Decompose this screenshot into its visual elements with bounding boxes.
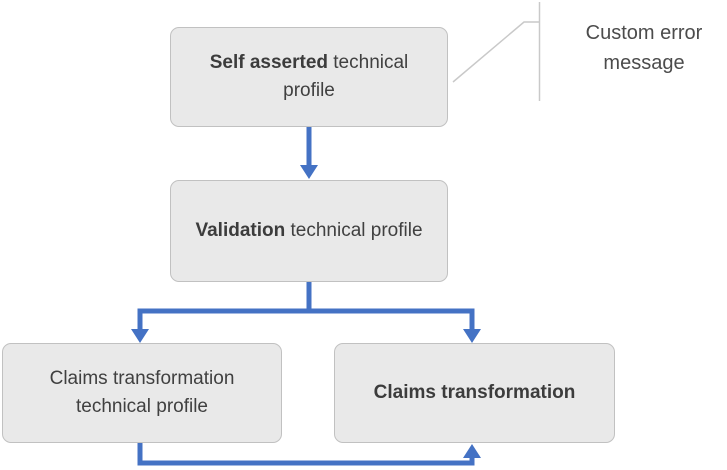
- node-claims-transformation: Claims transformation: [334, 343, 615, 443]
- arrow-claims-tp-to-claims-transformation: [137, 443, 475, 466]
- node-label: Validation technical profile: [195, 217, 422, 246]
- arrowhead-up-into-claims-transformation: [463, 444, 481, 458]
- node-label-bold: Validation: [195, 219, 286, 241]
- callout-leader-line: [452, 21, 539, 83]
- node-label: Self asserted technical profile: [195, 49, 423, 106]
- node-label-bold: Self asserted: [209, 51, 328, 73]
- node-label-rest: technical profile: [283, 51, 409, 102]
- node-self-asserted-technical-profile: Self asserted technical profile: [170, 27, 448, 127]
- node-validation-technical-profile: Validation technical profile: [170, 180, 448, 282]
- node-label: Claims transformation: [374, 379, 576, 408]
- node-label-rest: Claims transformation technical profile: [49, 367, 235, 418]
- arrow-validation-branch: [137, 282, 475, 330]
- node-label: Claims transformation technical profile: [27, 365, 257, 422]
- node-label-rest: technical profile: [285, 219, 423, 241]
- node-claims-transformation-technical-profile: Claims transformation technical profile: [2, 343, 282, 443]
- arrowhead-into-claims-tp: [131, 329, 149, 343]
- callout-custom-error-message: Custom error message: [585, 22, 703, 74]
- arrowhead-into-validation: [300, 165, 318, 179]
- arrowhead-into-claims-transformation: [463, 329, 481, 343]
- node-label-bold: Claims transformation: [373, 381, 576, 403]
